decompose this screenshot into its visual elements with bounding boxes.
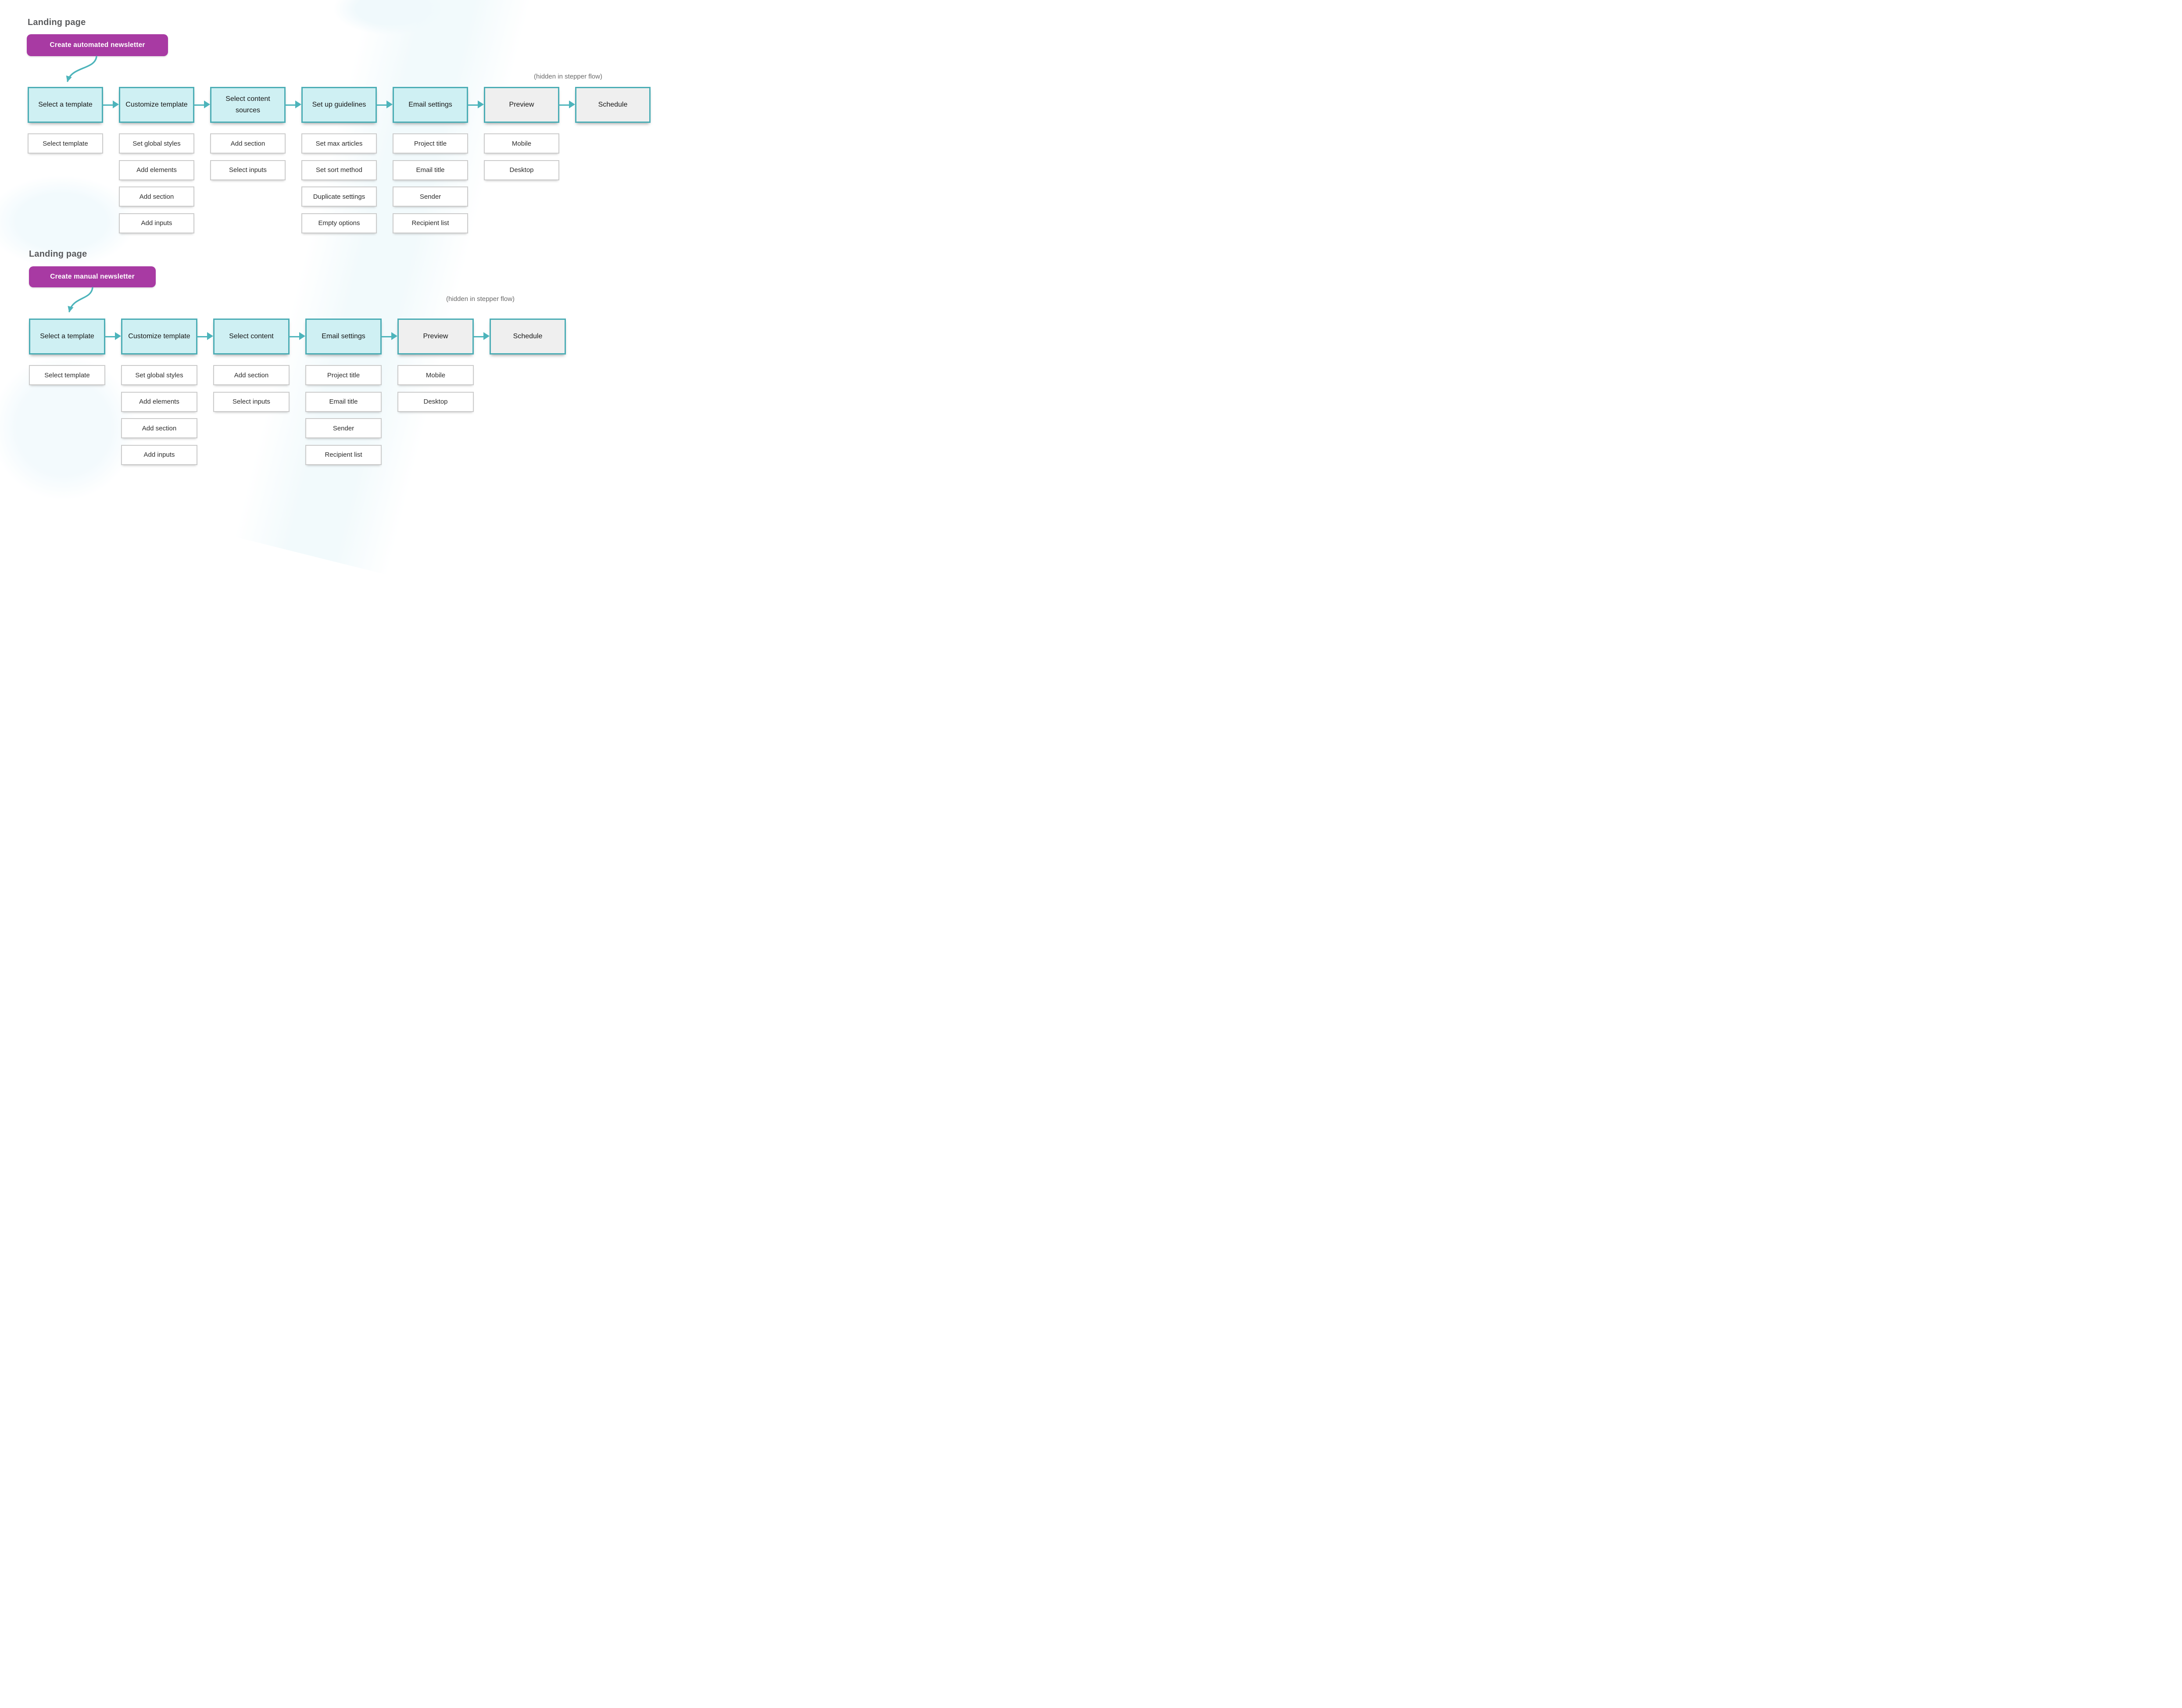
page-title: Landing page [29,249,87,259]
hidden-in-stepper-note: (hidden in stepper flow) [534,73,602,80]
arrow-right-icon [376,87,393,123]
substep-duplicate-settings[interactable]: Duplicate settings [301,186,377,207]
flow-step-column: Schedule [575,87,651,123]
substep-empty-options[interactable]: Empty options [301,213,377,233]
substep-desktop[interactable]: Desktop [484,160,559,180]
substep-add-elements[interactable]: Add elements [119,160,194,180]
step-preview[interactable]: Preview [397,319,474,354]
step-row: Select a template Select template Custom… [28,87,651,233]
substep-sender[interactable]: Sender [305,418,382,438]
step-email-settings[interactable]: Email settings [393,87,468,123]
flow-step-column: Preview Mobile Desktop [397,319,474,412]
arrow-right-icon [285,87,301,123]
flow-step-column: Schedule [490,319,566,354]
substep-add-section[interactable]: Add section [210,133,286,154]
arrow-right-icon [104,319,121,354]
substep-select-inputs[interactable]: Select inputs [213,391,290,412]
arrow-right-icon [473,319,490,354]
create-manual-newsletter-button[interactable]: Create manual newsletter [29,266,156,287]
create-automated-newsletter-button[interactable]: Create automated newsletter [27,34,168,56]
step-customize-template[interactable]: Customize template [119,87,194,123]
substep-project-title[interactable]: Project title [393,133,468,154]
arrow-right-icon [102,87,119,123]
flow-step-column: Preview Mobile Desktop [484,87,559,180]
flow-step-column: Customize template Set global styles Add… [119,87,194,233]
substep-add-elements[interactable]: Add elements [121,391,197,412]
substep-recipient-list[interactable]: Recipient list [393,213,468,233]
substep-mobile[interactable]: Mobile [397,365,474,385]
arrow-right-icon [197,319,213,354]
page-title: Landing page [28,18,86,27]
flow-step-column: Select a template Select template [29,319,105,385]
step-email-settings[interactable]: Email settings [305,319,382,354]
flow-step-column: Email settings Project title Email title… [305,319,382,465]
substep-add-section[interactable]: Add section [119,186,194,207]
step-select-content[interactable]: Select content [213,319,290,354]
arrow-right-icon [193,87,210,123]
background-blob [333,0,447,35]
curved-arrow-icon [68,287,93,312]
substep-add-section[interactable]: Add section [213,365,290,385]
arrow-right-icon [381,319,397,354]
substep-email-title[interactable]: Email title [393,160,468,180]
arrow-right-icon [289,319,305,354]
flow-step-column: Email settings Project title Email title… [393,87,468,233]
flow-step-column: Select content Add section Select inputs [213,319,290,412]
flow-step-column: Select a template Select template [28,87,103,154]
arrow-right-icon [467,87,484,123]
substep-set-sort-method[interactable]: Set sort method [301,160,377,180]
substep-add-section[interactable]: Add section [121,418,197,438]
substep-add-inputs[interactable]: Add inputs [121,444,197,465]
background-blob [234,0,542,575]
substep-set-global-styles[interactable]: Set global styles [119,133,194,154]
substep-add-inputs[interactable]: Add inputs [119,213,194,233]
substep-select-template[interactable]: Select template [28,133,103,154]
step-row: Select a template Select template Custom… [29,319,566,465]
substep-desktop[interactable]: Desktop [397,391,474,412]
substep-recipient-list[interactable]: Recipient list [305,444,382,465]
flow-step-column: Select content sources Add section Selec… [210,87,286,180]
substep-email-title[interactable]: Email title [305,391,382,412]
curved-arrow-icon [66,56,97,82]
substep-mobile[interactable]: Mobile [484,133,559,154]
step-select-a-template[interactable]: Select a template [29,319,105,354]
hidden-in-stepper-note: (hidden in stepper flow) [446,295,515,303]
step-schedule[interactable]: Schedule [575,87,651,123]
substep-set-global-styles[interactable]: Set global styles [121,365,197,385]
step-customize-template[interactable]: Customize template [121,319,197,354]
substep-select-inputs[interactable]: Select inputs [210,160,286,180]
arrow-right-icon [558,87,575,123]
substep-sender[interactable]: Sender [393,186,468,207]
flow-step-column: Set up guidelines Set max articles Set s… [301,87,377,233]
substep-project-title[interactable]: Project title [305,365,382,385]
flow-step-column: Customize template Set global styles Add… [121,319,197,465]
step-set-up-guidelines[interactable]: Set up guidelines [301,87,377,123]
step-select-content-sources[interactable]: Select content sources [210,87,286,123]
substep-select-template[interactable]: Select template [29,365,105,385]
step-select-a-template[interactable]: Select a template [28,87,103,123]
step-preview[interactable]: Preview [484,87,559,123]
substep-set-max-articles[interactable]: Set max articles [301,133,377,154]
step-schedule[interactable]: Schedule [490,319,566,354]
